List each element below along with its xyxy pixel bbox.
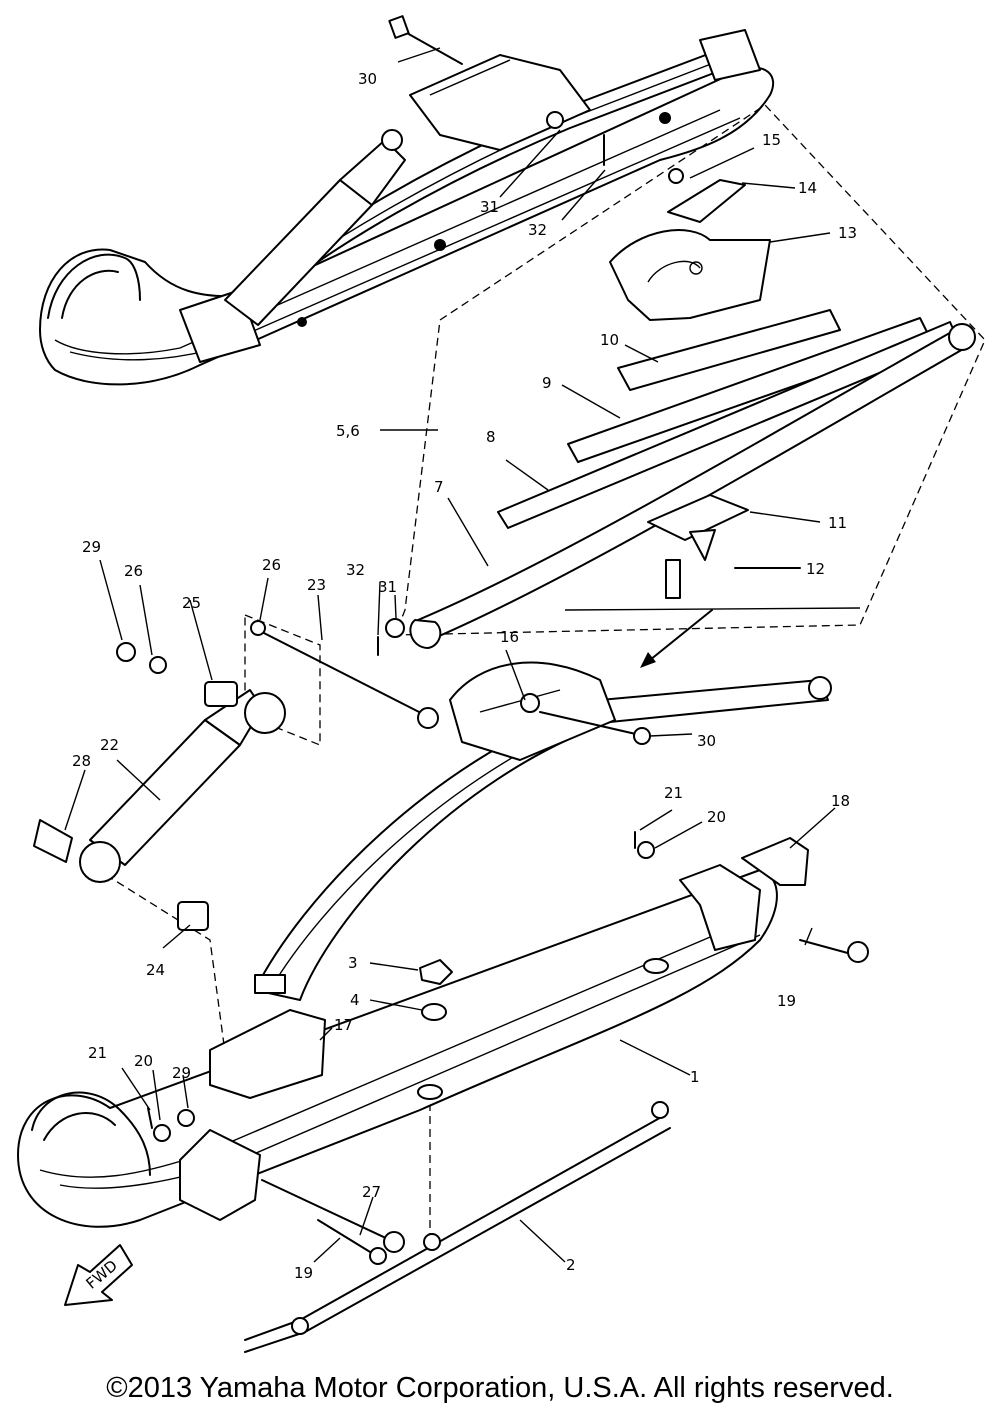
- label-1: 1: [690, 1068, 700, 1086]
- label-22: 22: [100, 736, 119, 754]
- wear-rod: [244, 1101, 671, 1353]
- label-32b: 32: [346, 561, 365, 579]
- label-26b: 26: [262, 556, 281, 574]
- forward-direction-arrow: FWD: [64, 1244, 133, 1306]
- shock-absorber-assembly: [33, 642, 286, 931]
- label-20b: 20: [707, 808, 726, 826]
- label-17: 17: [334, 1016, 353, 1034]
- label-19b: 19: [294, 1264, 313, 1282]
- leader-lines: [64, 47, 836, 1263]
- label-19: 19: [777, 992, 796, 1010]
- label-25: 25: [182, 594, 201, 612]
- label-29b: 29: [172, 1064, 191, 1082]
- label-18: 18: [831, 792, 850, 810]
- label-30b: 30: [697, 732, 716, 750]
- label-10: 10: [600, 331, 619, 349]
- label-5-6: 5,6: [336, 422, 360, 440]
- assembled-ski-illustration: [39, 15, 775, 386]
- label-4: 4: [350, 991, 360, 1009]
- label-20: 20: [134, 1052, 153, 1070]
- label-11: 11: [828, 514, 847, 532]
- label-13: 13: [838, 224, 857, 242]
- part-labels: 30 31 32 15 14 13 10 9 8 7 11 12 5,6 16 …: [72, 70, 857, 1282]
- lower-ski-illustration: [17, 831, 869, 1265]
- label-26: 26: [124, 562, 143, 580]
- exploded-group-boundary: [394, 104, 986, 636]
- label-30: 30: [358, 70, 377, 88]
- label-15: 15: [762, 131, 781, 149]
- lower-spring-assembly: [250, 618, 832, 1001]
- label-7: 7: [434, 478, 444, 496]
- label-12: 12: [806, 560, 825, 578]
- label-23: 23: [307, 576, 326, 594]
- label-9: 9: [542, 374, 552, 392]
- label-27: 27: [362, 1183, 381, 1201]
- leaf-spring-set: [409, 168, 976, 668]
- label-21: 21: [88, 1044, 107, 1062]
- label-24: 24: [146, 961, 165, 979]
- label-21b: 21: [664, 784, 683, 802]
- label-8: 8: [486, 428, 496, 446]
- label-32: 32: [528, 221, 547, 239]
- label-16: 16: [500, 628, 519, 646]
- label-28: 28: [72, 752, 91, 770]
- label-31: 31: [480, 198, 499, 216]
- copyright-notice: ©2013 Yamaha Motor Corporation, U.S.A. A…: [106, 1372, 894, 1404]
- label-3: 3: [348, 954, 358, 972]
- label-14: 14: [798, 179, 817, 197]
- label-29: 29: [82, 538, 101, 556]
- label-31b: 31: [378, 578, 397, 596]
- label-2: 2: [566, 1256, 576, 1274]
